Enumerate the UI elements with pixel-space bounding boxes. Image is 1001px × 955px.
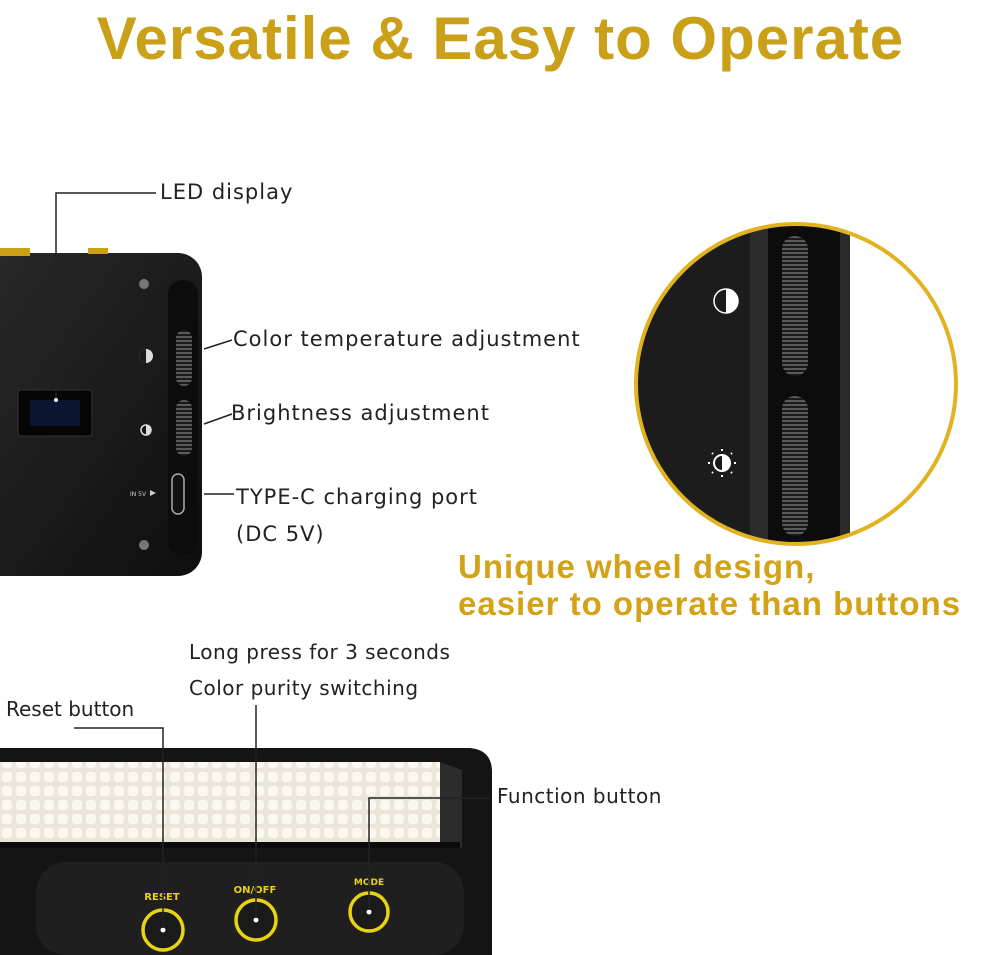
typec-port (171, 473, 185, 515)
typec-voltage-label: (DC 5V) (236, 522, 325, 546)
tagline-line1: Unique wheel design, (458, 548, 816, 585)
color-purity-label: Color purity switching (189, 676, 419, 700)
tagline: Unique wheel design, easier to operate t… (458, 548, 961, 622)
port-label: IN 5V (130, 491, 147, 498)
color-temp-label: Color temperature adjustment (233, 327, 581, 351)
screw-icon (139, 540, 149, 550)
page-title: Versatile & Easy to Operate (96, 5, 905, 72)
function-button-label: Function button (497, 784, 662, 808)
typec-label: TYPE-C charging port (236, 485, 479, 509)
onoff-label: ON/OFF (234, 885, 277, 896)
brightness-icon (140, 424, 152, 436)
brightness-label: Brightness adjustment (231, 401, 490, 425)
screw-icon (139, 279, 149, 289)
zoom-detail (634, 222, 958, 546)
arrow-icon (150, 490, 156, 496)
device-bottom-view: RESET ON/OFF MODE (0, 748, 492, 955)
device-side-view: IN 5V (0, 248, 202, 576)
brightness-icon (708, 449, 736, 477)
long-press-label: Long press for 3 seconds (189, 640, 451, 664)
reset-label: RESET (144, 892, 180, 903)
brightness-wheel[interactable] (176, 400, 192, 456)
led-display-label: LED display (160, 180, 294, 204)
color-temp-wheel[interactable] (176, 330, 192, 386)
callout-lines (54, 192, 234, 495)
callout-lines (74, 705, 490, 928)
half-circle-icon (713, 288, 739, 314)
tagline-line2: easier to operate than buttons (458, 585, 962, 622)
half-circle-icon (139, 349, 153, 363)
reset-button-label: Reset button (6, 697, 135, 721)
